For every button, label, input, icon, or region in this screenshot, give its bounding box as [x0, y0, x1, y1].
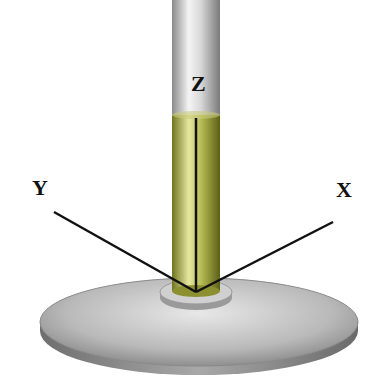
axis-label: X — [336, 179, 352, 201]
x-axis — [196, 222, 333, 292]
z-axis — [195, 118, 198, 292]
base-disc — [40, 278, 358, 375]
axes — [54, 118, 333, 292]
pole — [172, 0, 220, 297]
axis-label: Z — [191, 73, 206, 95]
y-axis — [54, 212, 196, 292]
axis-label: Y — [32, 177, 48, 199]
